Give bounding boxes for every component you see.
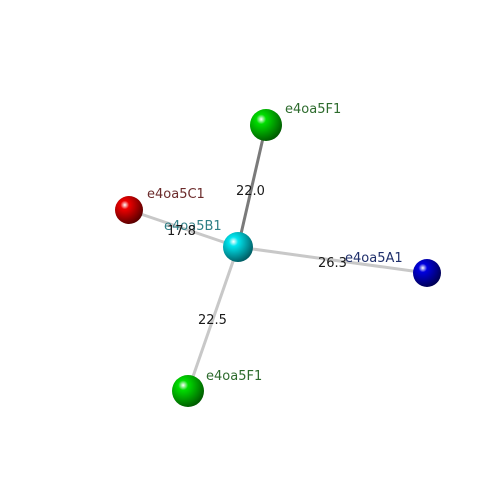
- bonds: [128, 124, 428, 392]
- atom-f1-top[interactable]: [250, 109, 282, 141]
- atom-labels: e4oa5F1 e4oa5C1 e4oa5A1 e4oa5F1 e4oa5B1: [147, 102, 403, 384]
- label-a1: e4oa5A1: [345, 251, 403, 266]
- atom-b1[interactable]: [223, 232, 253, 262]
- distance-b1-c1: 17.8: [167, 224, 196, 239]
- atoms: [115, 109, 441, 407]
- distance-b1-f1-bottom: 22.5: [198, 313, 227, 328]
- label-b1: e4oa5B1: [164, 219, 222, 234]
- atom-c1[interactable]: [115, 196, 143, 224]
- label-f1-bottom: e4oa5F1: [206, 369, 262, 384]
- distance-b1-a1: 26.3: [318, 256, 347, 271]
- label-f1-top: e4oa5F1: [285, 102, 341, 117]
- bond-b1-f1-bottom: [186, 246, 240, 392]
- bond-b1-c1: [128, 208, 239, 249]
- atom-a1[interactable]: [413, 259, 441, 287]
- distance-b1-f1-top: 22.0: [236, 184, 265, 199]
- distance-labels: 22.0 17.8 26.3 22.5: [167, 184, 347, 328]
- bond-b1-a1: [237, 245, 428, 275]
- bond-b1-f1-top: [236, 124, 268, 248]
- label-c1: e4oa5C1: [147, 187, 205, 202]
- atom-f1-bottom[interactable]: [172, 375, 204, 407]
